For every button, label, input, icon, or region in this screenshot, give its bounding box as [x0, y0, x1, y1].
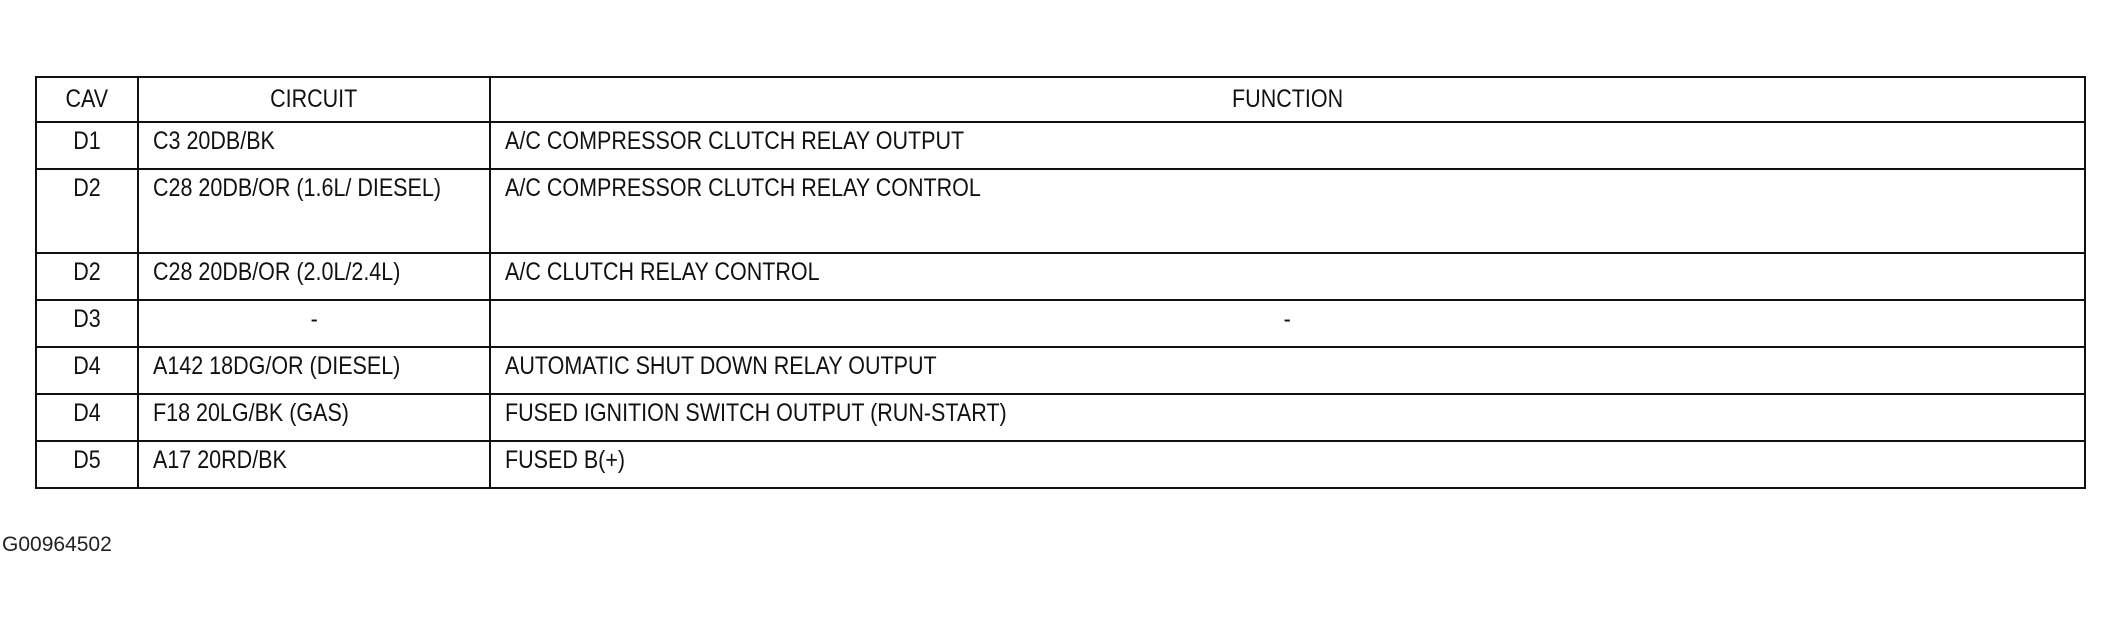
function-cell: A/C COMPRESSOR CLUTCH RELAY OUTPUT	[489, 121, 2086, 170]
cav-cell: D2	[35, 168, 139, 254]
circuit-cell: -	[137, 299, 491, 348]
table-row: D3 - -	[35, 299, 2086, 348]
table-header-row: CAV CIRCUIT FUNCTION	[35, 76, 2086, 123]
circuit-cell: C28 20DB/OR (2.0L/2.4L)	[137, 252, 491, 301]
cav-cell: D4	[35, 346, 139, 395]
table-row: D2 C28 20DB/OR (2.0L/2.4L) A/C CLUTCH RE…	[35, 252, 2086, 301]
table-row: D4 F18 20LG/BK (GAS) FUSED IGNITION SWIT…	[35, 393, 2086, 442]
function-cell: A/C CLUTCH RELAY CONTROL	[489, 252, 2086, 301]
circuit-cell: A142 18DG/OR (DIESEL)	[137, 346, 491, 395]
table-row: D2 C28 20DB/OR (1.6L/ DIESEL) A/C COMPRE…	[35, 168, 2086, 254]
header-cav: CAV	[35, 76, 139, 123]
circuit-cell: C28 20DB/OR (1.6L/ DIESEL)	[137, 168, 491, 254]
connector-pinout-table: CAV CIRCUIT FUNCTION D1 C3 20DB/BK A/C C…	[35, 76, 2086, 489]
cav-cell: D4	[35, 393, 139, 442]
cav-cell: D1	[35, 121, 139, 170]
table-row: D1 C3 20DB/BK A/C COMPRESSOR CLUTCH RELA…	[35, 121, 2086, 170]
table-row: D5 A17 20RD/BK FUSED B(+)	[35, 440, 2086, 489]
cav-cell: D5	[35, 440, 139, 489]
circuit-cell: F18 20LG/BK (GAS)	[137, 393, 491, 442]
figure-id: G00964502	[2, 533, 112, 556]
header-function: FUNCTION	[489, 76, 2086, 123]
header-circuit: CIRCUIT	[137, 76, 491, 123]
function-cell: -	[489, 299, 2086, 348]
table-row: D4 A142 18DG/OR (DIESEL) AUTOMATIC SHUT …	[35, 346, 2086, 395]
circuit-cell: A17 20RD/BK	[137, 440, 491, 489]
circuit-cell: C3 20DB/BK	[137, 121, 491, 170]
function-cell: AUTOMATIC SHUT DOWN RELAY OUTPUT	[489, 346, 2086, 395]
cav-cell: D3	[35, 299, 139, 348]
function-cell: A/C COMPRESSOR CLUTCH RELAY CONTROL	[489, 168, 2086, 254]
cav-cell: D2	[35, 252, 139, 301]
function-cell: FUSED IGNITION SWITCH OUTPUT (RUN-START)	[489, 393, 2086, 442]
function-cell: FUSED B(+)	[489, 440, 2086, 489]
